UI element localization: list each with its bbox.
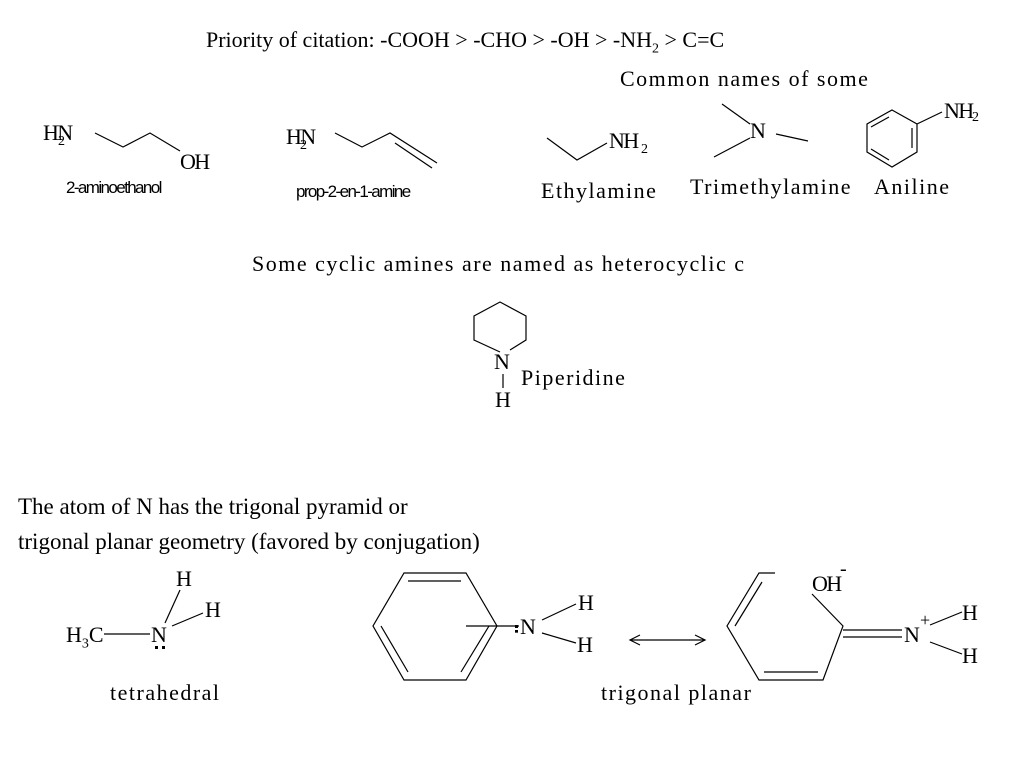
ethylamine-nh: NH: [609, 128, 639, 153]
trimethylamine-bond-2: [713, 137, 751, 158]
aniline-ring-inner-2: [870, 148, 890, 161]
iminium-n-h-bottom-bond: [929, 641, 963, 655]
methylamine-n: N: [151, 622, 167, 647]
aniline-nh: NH: [944, 98, 974, 123]
iminium-o: O: [812, 571, 828, 596]
aniline-subscript: 2: [972, 110, 979, 125]
resonance-arrow-right-head: [694, 634, 707, 646]
propenamine-h: H: [286, 124, 302, 149]
aniline-resonance-lone-pair: [515, 625, 521, 633]
aminoethanol-name: 2-aminoethanol: [66, 178, 162, 197]
aniline-ring: [866, 109, 918, 168]
aniline-resonance-n: N: [520, 614, 536, 639]
methylamine-subscript: 3: [81, 636, 89, 652]
aniline-ring-inner-3: [870, 116, 890, 128]
aminoethanol-h: H: [43, 120, 59, 145]
methylamine-h-top: H: [176, 566, 192, 591]
methylamine-h: H: [66, 622, 82, 647]
aminoethanol-chain: [94, 132, 181, 152]
ethylamine-subscript: 2: [641, 142, 648, 157]
priority-suffix: > C=C: [659, 27, 725, 52]
priority-prefix: Priority of citation: -COOH > -CHO > -OH…: [206, 27, 653, 52]
trimethylamine-name: Trimethylamine: [690, 174, 852, 199]
benzene-ring: [372, 572, 498, 681]
propenamine-chain: [334, 132, 438, 164]
aniline-name: Aniline: [874, 174, 951, 199]
trimethylamine-bond-1: [721, 103, 751, 125]
ethylamine-name: Ethylamine: [541, 178, 658, 203]
piperidine-ring: [473, 301, 527, 353]
trigonal-planar-label: trigonal planar: [601, 680, 753, 705]
iminium-ring-inner-1: [734, 581, 763, 627]
propenamine-amine-group: HN: [286, 124, 316, 150]
methylamine-n-h-right-bond: [171, 612, 204, 627]
aniline-resonance-h-bottom: H: [577, 632, 593, 657]
iminium-oh: OH: [812, 571, 842, 597]
iminium-plus-charge: +: [920, 610, 931, 630]
iminium-h-top: H: [962, 600, 978, 625]
aniline-resonance-h-top: H: [578, 590, 594, 615]
aminoethanol-n: N: [57, 120, 73, 145]
aniline-n-h-top-bond: [541, 603, 577, 621]
propenamine-double-bond: [394, 142, 433, 169]
iminium-h-bottom: H: [962, 643, 978, 668]
iminium-n-h-top-bond: [929, 611, 963, 626]
methylamine-h3c: H3C: [66, 622, 104, 652]
propenamine-subscript: 2: [300, 138, 307, 153]
resonance-arrow-left-head: [628, 634, 641, 646]
iminium-n: N: [904, 622, 920, 647]
common-names-heading: Common names of some: [620, 66, 870, 91]
aniline-n-bond: [916, 111, 943, 125]
slide: Priority of citation: -COOH > -CHO > -OH…: [18, 27, 979, 705]
piperidine-h: H: [495, 387, 511, 412]
ethylamine-chain: [546, 137, 608, 161]
trimethylamine-n: N: [750, 118, 766, 143]
methylamine-h-right: H: [205, 597, 221, 622]
priority-line: Priority of citation: -COOH > -CHO > -OH…: [206, 27, 724, 57]
methylamine-c: C: [88, 622, 104, 647]
geometry-text-line-2: trigonal planar geometry (favored by con…: [18, 529, 480, 554]
piperidine-name: Piperidine: [521, 365, 627, 390]
aniline-n-h-bottom-bond: [541, 632, 577, 644]
benzene-inner-2: [460, 625, 490, 673]
trimethylamine-bond-3: [775, 133, 809, 142]
geometry-text-line-1: The atom of N has the trigonal pyramid o…: [18, 494, 408, 519]
iminium-o-h: H: [826, 571, 842, 596]
iminium-minus-charge: -: [840, 558, 847, 580]
propenamine-name: prop-2-en-1-amine: [296, 182, 411, 201]
cyclic-heading: Some cyclic amines are named as heterocy…: [252, 251, 746, 276]
aminoethanol-oh: OH: [180, 149, 210, 174]
methylamine-n-h-top-bond: [164, 589, 181, 624]
propenamine-n: N: [300, 124, 316, 149]
piperidine-n: N: [494, 349, 510, 374]
aminoethanol-subscript: 2: [58, 134, 65, 149]
iminium-ring: [726, 572, 844, 681]
methylamine-lone-pair: [155, 646, 165, 652]
priority-subscript: 2: [652, 41, 660, 57]
aminoethanol-amine-group: HN: [43, 120, 73, 146]
benzene-inner-3: [380, 625, 409, 673]
structure-drawing: [94, 103, 963, 681]
tetrahedral-label: tetrahedral: [110, 680, 221, 705]
